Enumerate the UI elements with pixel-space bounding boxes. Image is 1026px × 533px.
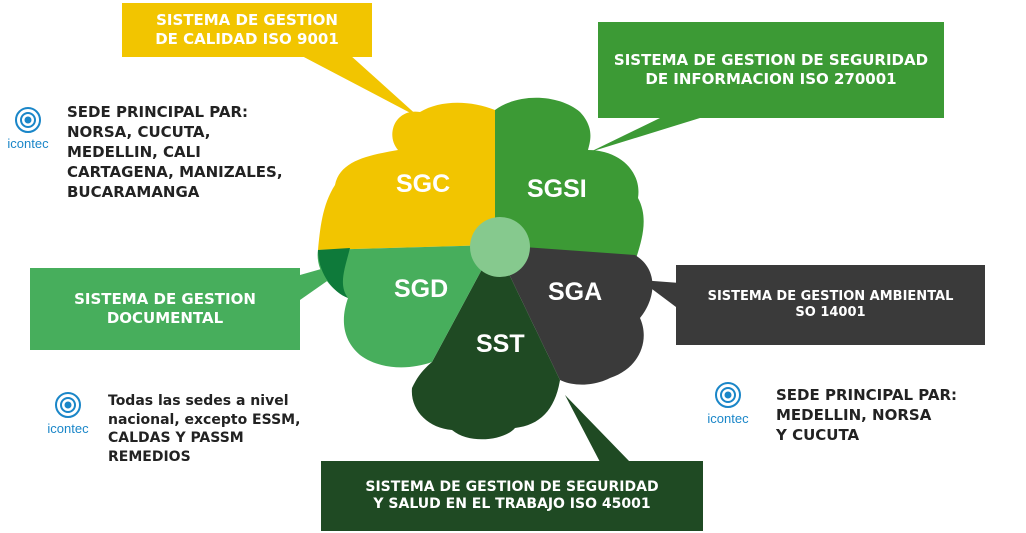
sgc-segment xyxy=(318,102,495,250)
icontec-logo-icon xyxy=(715,382,741,408)
sgd-sites-note: Todas las sedes a nivel nacional, except… xyxy=(108,393,301,465)
sst-segment xyxy=(411,245,560,440)
icontec-logo-text: icontec xyxy=(707,411,749,426)
sst-pointer xyxy=(565,395,630,462)
icontec-logo: icontec xyxy=(4,134,52,151)
icontec-logo-icon xyxy=(55,392,81,418)
sgc-label: SGC xyxy=(396,170,451,198)
sga-sites-note: SEDE PRINCIPAL PAR: MEDELLIN, NORSA Y CU… xyxy=(776,386,958,444)
icontec-logo: icontec xyxy=(44,419,92,436)
sgc-sites-note: SEDE PRINCIPAL PAR: NORSA, CUCUTA, MEDEL… xyxy=(67,103,283,201)
sgsi-pointer xyxy=(590,118,700,152)
sst-label: SST xyxy=(476,330,525,358)
icontec-logo-text: icontec xyxy=(7,136,49,151)
sgd-callout: SISTEMA DE GESTION DOCUMENTAL xyxy=(30,268,300,350)
center-circle xyxy=(470,217,530,277)
icontec-logo: icontec xyxy=(704,409,752,426)
sst-callout: SISTEMA DE GESTION DE SEGURIDAD Y SALUD … xyxy=(321,461,703,531)
sgsi-segment xyxy=(495,97,644,262)
icontec-logo-icon xyxy=(15,107,41,133)
sga-label: SGA xyxy=(548,278,603,306)
sgsi-callout: SISTEMA DE GESTION DE SEGURIDAD DE INFOR… xyxy=(598,22,944,118)
sgd-shadow xyxy=(318,248,350,298)
sgd-segment xyxy=(317,245,495,368)
sgsi-label: SGSI xyxy=(527,175,587,203)
sgc-callout: SISTEMA DE GESTION DE CALIDAD ISO 9001 xyxy=(122,3,372,57)
sga-segment xyxy=(495,245,653,385)
sga-callout: SISTEMA DE GESTION AMBIENTAL SO 14001 xyxy=(676,265,985,345)
sgc-pointer xyxy=(300,55,420,118)
icontec-logo-text: icontec xyxy=(47,421,89,436)
sgd-label: SGD xyxy=(394,275,449,303)
